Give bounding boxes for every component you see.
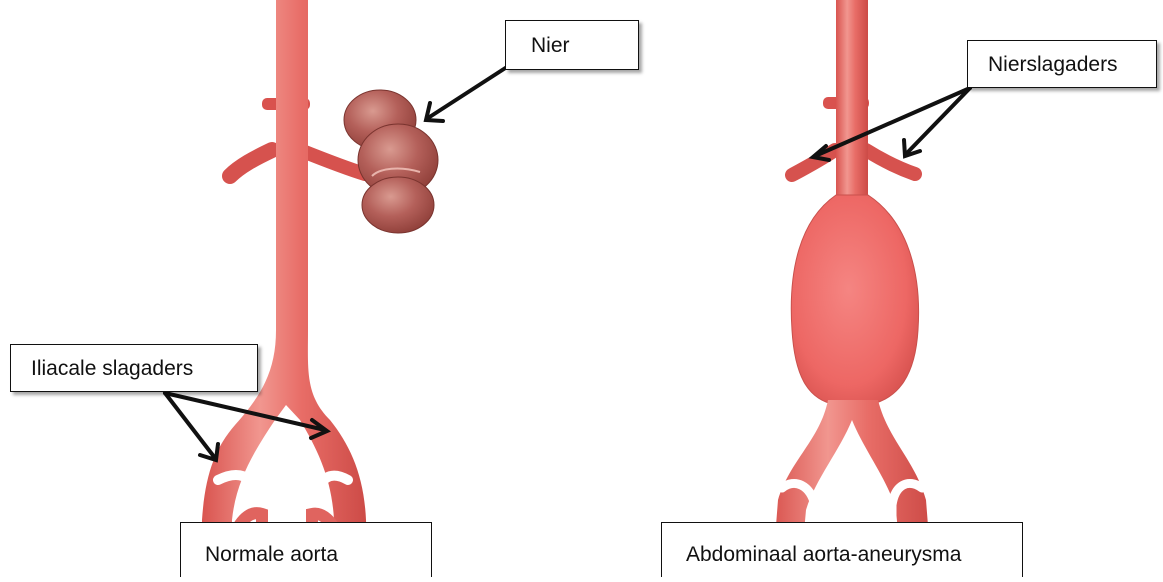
label-kidney-text: Nier	[531, 35, 570, 56]
label-iliac-arteries-text: Iliacale slagaders	[31, 358, 193, 379]
label-renal-arteries: Nierslagaders	[967, 40, 1157, 88]
normal-aorta	[202, 0, 368, 577]
renal-arrow-right	[906, 88, 970, 154]
aneurysm-aorta	[772, 0, 932, 577]
caption-aneurysm: Abdominaal aorta-aneurysma	[661, 522, 1023, 577]
caption-normal-text: Normale aorta	[205, 543, 338, 566]
caption-aneurysm-text: Abdominaal aorta-aneurysma	[686, 543, 961, 566]
kidney	[344, 90, 438, 233]
label-iliac-arteries: Iliacale slagaders	[10, 344, 258, 392]
caption-normal: Normale aorta	[180, 522, 432, 577]
kidney-arrow	[428, 65, 510, 118]
label-kidney: Nier	[505, 20, 639, 70]
label-renal-arteries-text: Nierslagaders	[988, 54, 1118, 75]
